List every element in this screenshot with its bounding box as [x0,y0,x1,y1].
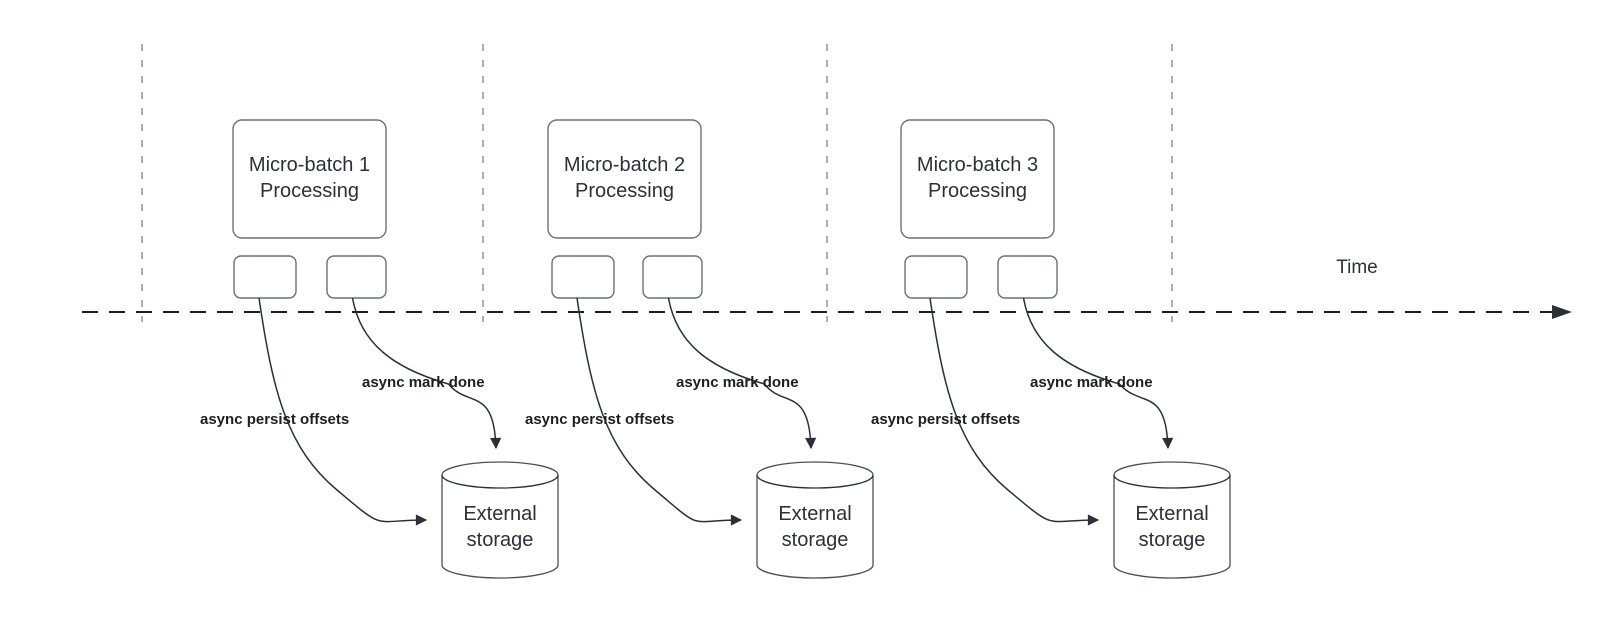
mark-done-3-arrow [1022,297,1174,450]
micro-batch-box-label-line1-2: Micro-batch 2 [564,154,685,176]
micro-batch-box-label-line1-1: Micro-batch 1 [249,154,370,176]
mark-done-3-label: async mark done [1030,374,1153,391]
micro-batch-box-label-line2-2: Processing [575,180,674,202]
micro-batch-box-1[interactable] [232,119,387,239]
cylinder-top-rim [441,474,559,489]
external-storage-label-line1-3: External [1135,503,1208,525]
task-box-1a[interactable] [233,255,297,299]
external-storage-2[interactable] [756,461,874,579]
micro-batch-box-label-line2-3: Processing [928,180,1027,202]
task-box-3b[interactable] [997,255,1058,299]
micro-batch-box-2[interactable] [547,119,702,239]
cylinder-top-rim [1113,474,1231,489]
mark-done-2-arrow [667,297,817,450]
time-axis-label: Time [1336,257,1378,278]
micro-batch-box-label-line2-1: Processing [260,180,359,202]
cylinder-body [756,461,874,579]
external-storage-label-line2-3: storage [1139,529,1206,551]
time-axis [82,305,1572,319]
task-box-2a[interactable] [551,255,615,299]
mark-done-2-label: async mark done [676,374,799,391]
task-box-2b[interactable] [642,255,703,299]
persist-3-arrow [929,297,1100,526]
external-storage-label-line2-2: storage [782,529,849,551]
mark-done-1-arrow [351,297,502,450]
micro-batch-box-label-line1-3: Micro-batch 3 [917,154,1038,176]
external-storage-1[interactable] [441,461,559,579]
external-storage-3[interactable] [1113,461,1231,579]
mark-done-1-label: async mark done [362,374,485,391]
cylinder-top-rim [756,474,874,489]
persist-2-arrow [576,297,743,526]
cylinder-body [1113,461,1231,579]
external-storage-label-line1-2: External [778,503,851,525]
persist-1-label: async persist offsets [200,411,349,428]
persist-3-label: async persist offsets [871,411,1020,428]
time-axis-arrowhead [1552,305,1572,319]
external-storage-label-line1-1: External [463,503,536,525]
persist-2-label: async persist offsets [525,411,674,428]
task-box-3a[interactable] [904,255,968,299]
micro-batch-box-3[interactable] [900,119,1055,239]
task-box-1b[interactable] [326,255,387,299]
cylinder-body [441,461,559,579]
persist-1-arrow [258,297,428,526]
external-storage-label-line2-1: storage [467,529,534,551]
